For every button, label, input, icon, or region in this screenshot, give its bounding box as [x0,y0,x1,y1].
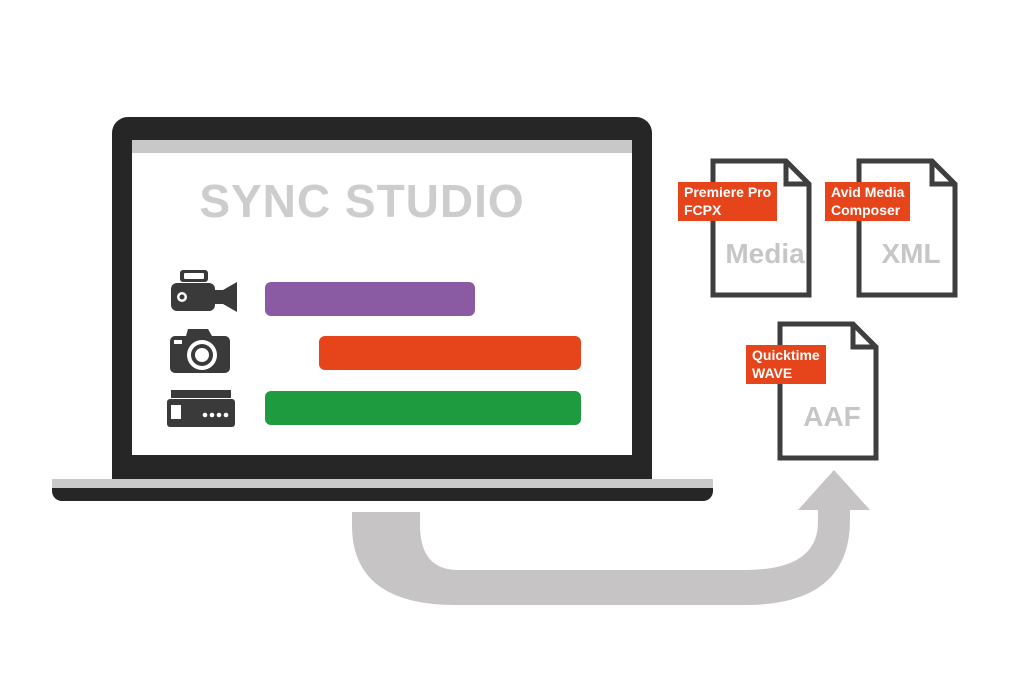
export-file-xml: Avid Media Composer XML [825,158,958,298]
tag-line: Avid Media [831,184,905,200]
app-window: SYNC STUDIO [132,140,632,455]
video-camera-icon [171,270,237,312]
export-file-media: Premiere Pro FCPX Media [678,158,812,298]
tag-line: WAVE [752,365,793,381]
window-title-bar [132,140,632,153]
tag-line: Quicktime [752,347,820,363]
file-tag: Avid Media Composer [825,182,911,221]
audio-recorder-icon [167,390,235,427]
photo-track-bar [319,336,581,370]
file-format-label: XML [881,238,941,269]
file-format-label: AAF [803,401,861,432]
photo-camera-icon [170,329,230,373]
laptop-base-highlight [52,479,713,488]
file-tag: Premiere Pro FCPX [678,182,778,221]
document-icon [777,321,879,461]
file-tag: Quicktime WAVE [746,345,826,384]
export-file-aaf: Quicktime WAVE AAF [746,321,879,461]
file-format-label: Media [725,238,805,269]
document-icon [710,158,812,298]
app-title: SYNC STUDIO [199,175,525,227]
audio-track-bar [265,391,581,425]
tag-line: FCPX [684,202,722,218]
tag-line: Premiere Pro [684,184,772,200]
tag-line: Composer [831,202,901,218]
document-icon [856,158,958,298]
video-track-bar [265,282,475,316]
